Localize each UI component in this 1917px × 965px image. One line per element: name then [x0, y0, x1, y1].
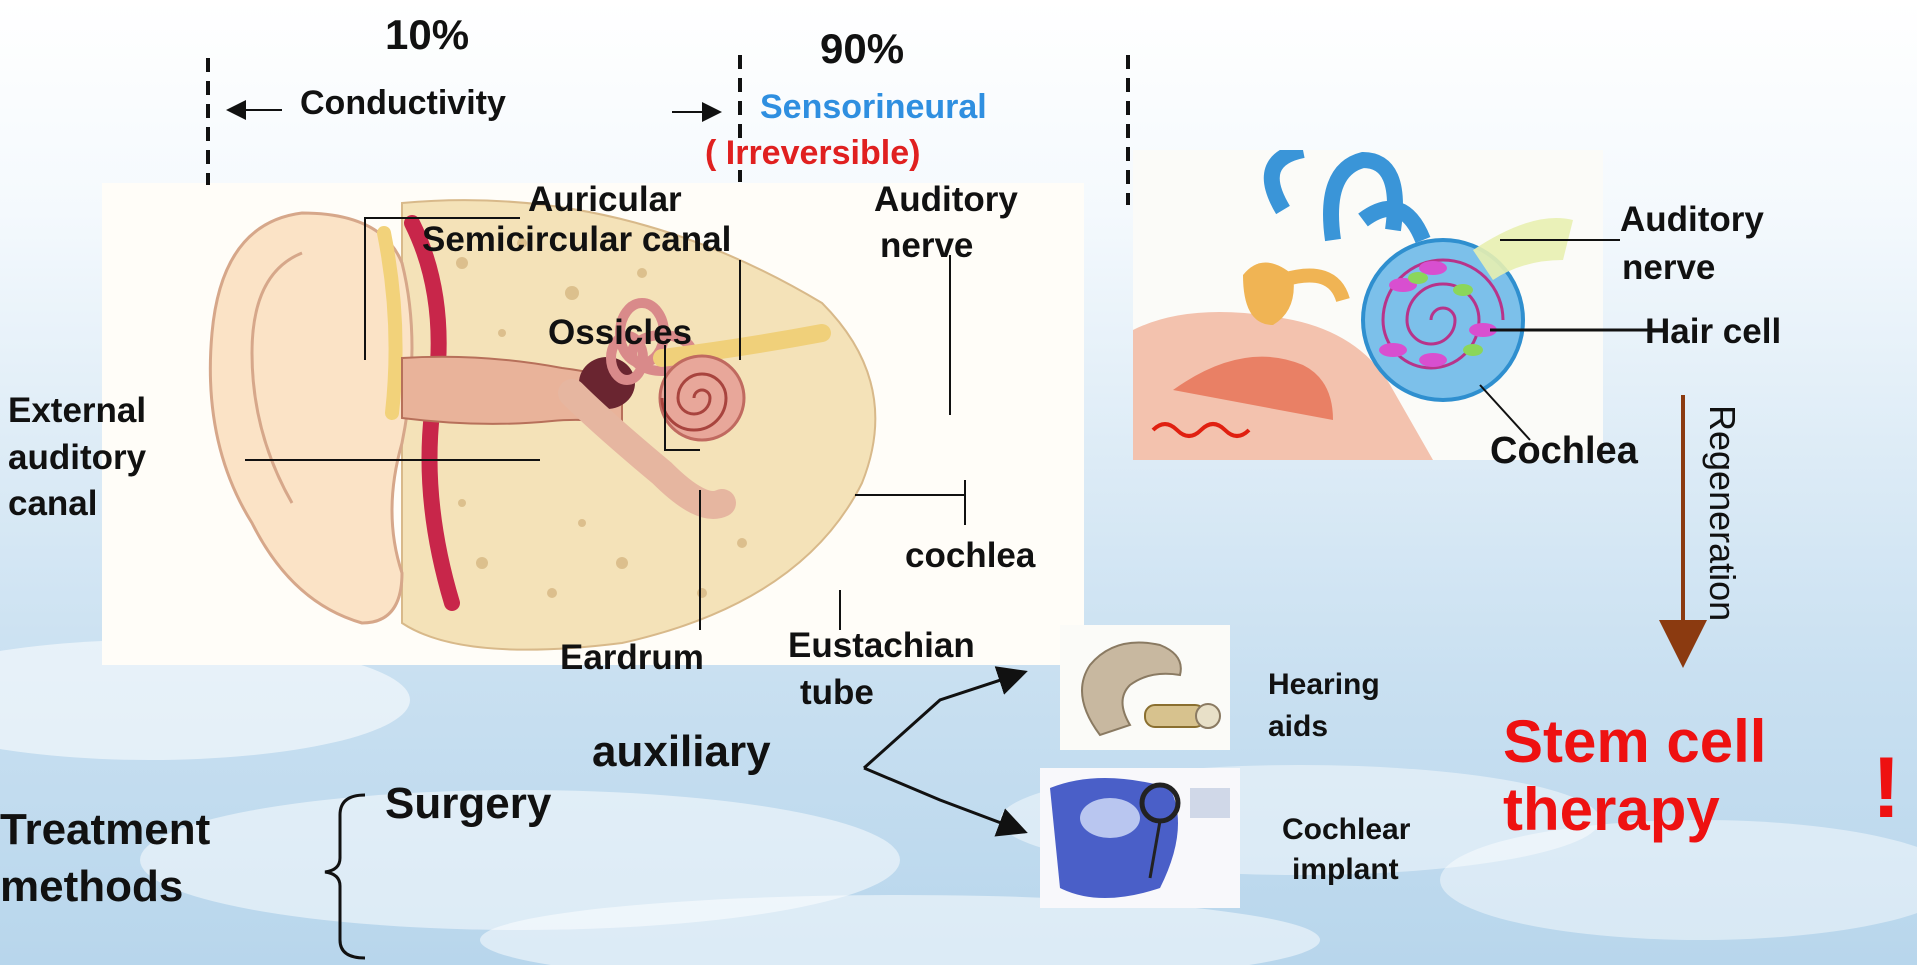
inner-auditory-nerve-label-1: Auditory — [1620, 202, 1764, 237]
treatment-methods-label-2: methods — [0, 865, 183, 909]
treatment-methods-label-1: Treatment — [0, 808, 210, 852]
ossicles-label: Ossicles — [548, 315, 692, 350]
external-canal-label-1: External — [8, 393, 146, 428]
external-canal-label-3: canal — [8, 486, 98, 521]
regeneration-label: Regeneration — [1704, 405, 1740, 621]
stem-cell-label-1: Stem cell — [1503, 712, 1766, 772]
irreversible-label: ( Irreversible) — [705, 136, 920, 170]
exclamation-mark: ! — [1872, 745, 1901, 831]
inner-auditory-nerve-label-2: nerve — [1622, 250, 1715, 285]
stem-cell-label-2: therapy — [1503, 780, 1720, 840]
eardrum-label: Eardrum — [560, 640, 704, 675]
surgery-label: Surgery — [385, 782, 551, 826]
cochlea-label: cochlea — [905, 538, 1035, 573]
sensorineural-label: Sensorineural — [760, 90, 987, 124]
auricular-label: Auricular — [528, 182, 682, 217]
sensorineural-percent: 90% — [820, 28, 904, 70]
external-canal-label-2: auditory — [8, 440, 146, 475]
hearing-aids-label-1: Hearing — [1268, 670, 1380, 700]
cochlear-implant-label-1: Cochlear — [1282, 815, 1410, 845]
hearing-aids-label-2: aids — [1268, 712, 1328, 742]
auditory-nerve-label-2: nerve — [880, 228, 973, 263]
cochlear-implant-label-2: implant — [1292, 855, 1399, 885]
conductive-percent: 10% — [385, 14, 469, 56]
auxiliary-label: auxiliary — [592, 730, 771, 774]
auditory-nerve-label-1: Auditory — [874, 182, 1018, 217]
semicircular-canal-label: Semicircular canal — [422, 222, 731, 257]
inner-cochlea-label: Cochlea — [1490, 432, 1638, 470]
eustachian-tube-label-2: tube — [800, 675, 874, 710]
conductivity-label: Conductivity — [300, 86, 506, 120]
hair-cell-label: Hair cell — [1645, 314, 1781, 349]
eustachian-tube-label-1: Eustachian — [788, 628, 975, 663]
